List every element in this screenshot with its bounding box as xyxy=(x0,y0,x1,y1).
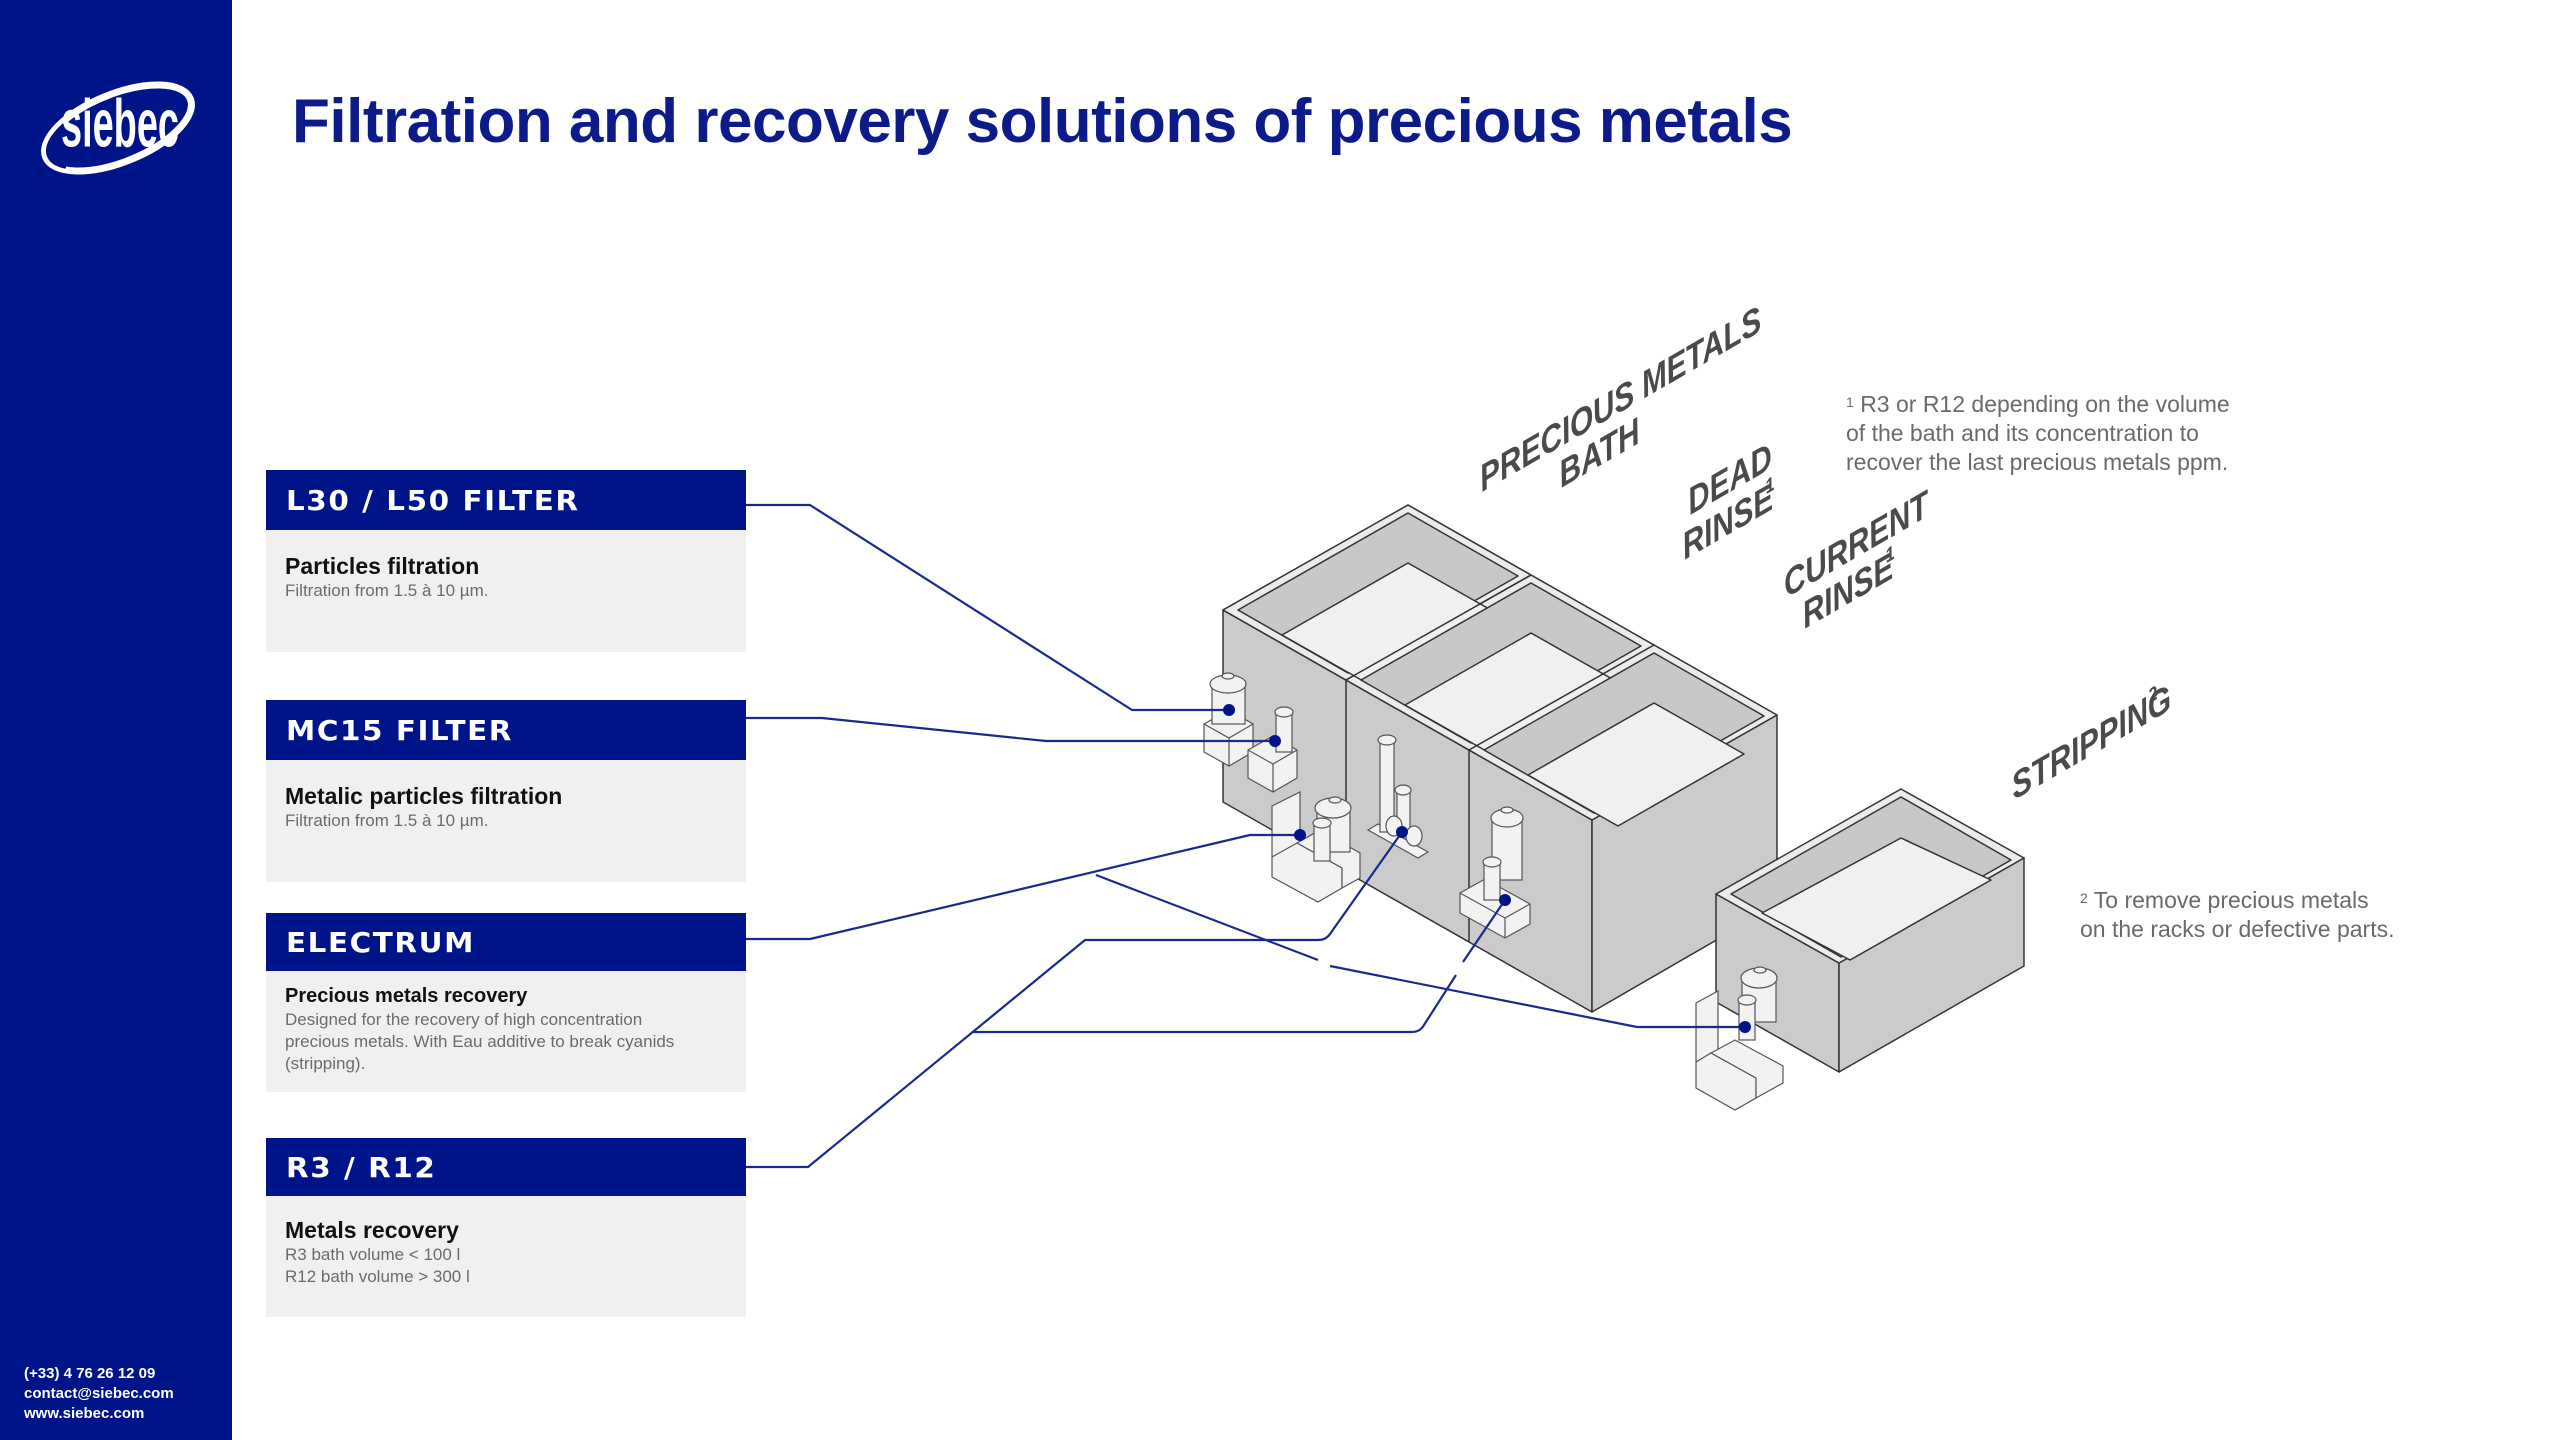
card-subtitle: Metalic particles filtration xyxy=(285,783,563,809)
connector-electrum-stripping xyxy=(1095,873,1745,1029)
card-description-line: R12 bath volume > 300 l xyxy=(285,1267,470,1286)
connector-dot xyxy=(1294,829,1306,841)
product-card-mc15[interactable]: MC15 FILTER Metalic particles filtration… xyxy=(266,700,746,882)
footnote-line: of the bath and its concentration to xyxy=(1846,420,2199,446)
card-description-line: (stripping). xyxy=(285,1054,366,1073)
tank-block xyxy=(1222,504,1778,1013)
footnote-2: 2 To remove precious metals on the racks… xyxy=(2080,886,2395,944)
card-description-line: Designed for the recovery of high concen… xyxy=(285,1010,643,1029)
label-current-rinse: CURRENT RINSE 1 xyxy=(1780,482,1933,637)
module-electrum xyxy=(1271,791,1361,903)
svg-text:1: 1 xyxy=(1884,541,1896,567)
card-title: L30 / L50 FILTER xyxy=(286,483,580,517)
product-card-l30-l50[interactable]: L30 / L50 FILTER Particles filtration Fi… xyxy=(266,470,746,652)
contact-email[interactable]: contact@siebec.com xyxy=(24,1385,174,1402)
tank-current-rinse xyxy=(1483,652,1765,827)
connector-mc15 xyxy=(746,716,1275,743)
module-mc15-filter xyxy=(1247,706,1298,793)
connector-r3-current-rinse xyxy=(972,899,1506,1034)
tank-precious-metals-bath xyxy=(1222,504,1532,687)
module-l30-filter xyxy=(1203,672,1254,767)
connector-dot xyxy=(1396,826,1408,838)
footnote-line: To remove precious metals xyxy=(2093,887,2369,913)
card-description-line: precious metals. With Eau additive to br… xyxy=(285,1032,675,1051)
sidebar: siebec (+33) 4 76 26 12 09 contact@siebe… xyxy=(0,0,232,1440)
card-title: ELECTRUM xyxy=(286,925,475,959)
card-title: R3 / R12 xyxy=(286,1150,437,1184)
card-header: MC15 FILTER xyxy=(266,700,746,760)
card-subtitle: Metals recovery xyxy=(285,1217,459,1243)
product-card-r3-r12[interactable]: R3 / R12 Metals recovery R3 bath volume … xyxy=(266,1138,746,1317)
connector-r3-pump xyxy=(746,831,1403,1169)
logo-swoosh xyxy=(41,81,195,175)
connector-dot xyxy=(1739,1021,1751,1033)
svg-text:1: 1 xyxy=(1764,472,1776,498)
card-header: R3 / R12 xyxy=(266,1138,746,1196)
card-header: L30 / L50 FILTER xyxy=(266,470,746,530)
card-body: Particles filtration Filtration from 1.5… xyxy=(266,530,746,652)
tank-dead-rinse xyxy=(1360,582,1642,757)
connectors xyxy=(746,503,1751,1169)
connector-electrum xyxy=(746,833,1300,941)
module-stripping-electrum xyxy=(1695,966,1784,1111)
card-body: Metalic particles filtration Filtration … xyxy=(266,760,746,882)
connector-dot xyxy=(1223,704,1235,716)
label-dead-rinse: DEAD RINSE 1 xyxy=(1679,435,1777,567)
card-body: Metals recovery R3 bath volume < 100 l R… xyxy=(266,1196,746,1317)
card-body: Precious metals recovery Designed for th… xyxy=(266,971,746,1092)
module-r3-current-rinse xyxy=(1459,806,1531,939)
card-description-line: R3 bath volume < 100 l xyxy=(285,1245,461,1264)
card-subtitle: Particles filtration xyxy=(285,553,480,579)
page-title: Filtration and recovery solutions of pre… xyxy=(292,87,1793,156)
card-subtitle: Precious metals recovery xyxy=(285,985,528,1007)
contact-website[interactable]: www.siebec.com xyxy=(24,1405,145,1422)
label-stripping: STRIPPING 2 xyxy=(2008,677,2174,808)
contact-phone: (+33) 4 76 26 12 09 xyxy=(24,1365,156,1382)
card-header: ELECTRUM xyxy=(266,913,746,971)
card-description: Filtration from 1.5 à 10 µm. xyxy=(285,811,489,830)
footnote-line: recover the last precious metals ppm. xyxy=(1846,449,2229,475)
connector-l30 xyxy=(746,503,1229,712)
footnote-marker: 1 xyxy=(1846,394,1854,410)
footnote-line: R3 or R12 depending on the volume xyxy=(1860,391,2230,417)
pump xyxy=(1366,734,1430,859)
card-title: MC15 FILTER xyxy=(286,713,513,747)
connector-dot xyxy=(1499,894,1511,906)
connector-dot xyxy=(1269,735,1281,747)
product-card-electrum[interactable]: ELECTRUM Precious metals recovery Design… xyxy=(266,913,746,1092)
card-description: Filtration from 1.5 à 10 µm. xyxy=(285,581,489,600)
logo-text: siebec xyxy=(61,86,179,161)
svg-text:2: 2 xyxy=(2146,681,2160,708)
footnote-1: 1 R3 or R12 depending on the volume of t… xyxy=(1846,390,2230,477)
contact-info: (+33) 4 76 26 12 09 contact@siebec.com w… xyxy=(24,1364,174,1424)
footnote-line: on the racks or defective parts. xyxy=(2080,916,2395,942)
tank-stripping xyxy=(1715,788,2025,1073)
siebec-logo: siebec xyxy=(41,81,195,175)
footnote-marker: 2 xyxy=(2080,890,2088,906)
